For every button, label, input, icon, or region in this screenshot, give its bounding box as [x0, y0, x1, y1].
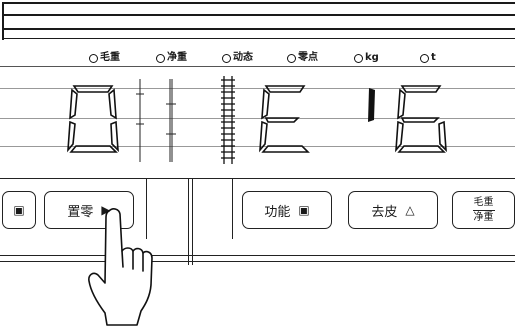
indicator-zero-label: 零点 [298, 52, 318, 63]
indicator-gross-label: 毛重 [100, 52, 120, 63]
indicator-motion: 动态 [222, 51, 253, 65]
display-digit [66, 82, 122, 156]
display-digit [394, 82, 450, 156]
display-segment-lit [368, 88, 375, 122]
scale-housing-top [0, 0, 515, 40]
scanline [0, 88, 515, 89]
indicator-t-label: t [431, 52, 436, 63]
lamp-icon [354, 53, 363, 63]
left-key[interactable]: ▣ [2, 191, 36, 229]
indicator-gross: 毛重 [89, 51, 120, 65]
lamp-icon [89, 53, 98, 63]
divider [146, 179, 147, 239]
menu-box-icon: ▣ [13, 203, 25, 217]
gross-net-button[interactable]: 毛重 净重 [452, 191, 515, 229]
display-digit [258, 82, 314, 156]
weight-display [0, 70, 515, 170]
divider [192, 179, 193, 265]
indicator-kg-label: kg [365, 52, 379, 63]
divider [472, 209, 495, 211]
lamp-icon [222, 53, 231, 63]
indicator-zero: 零点 [287, 51, 318, 65]
keypad-baseline [0, 261, 515, 262]
divider [188, 179, 189, 265]
function-button[interactable]: 功能 ▣ [242, 191, 332, 229]
display-bezel-line [0, 66, 515, 70]
scanline [0, 146, 515, 147]
indicator-t: t [420, 51, 436, 65]
indicator-net: 净重 [156, 51, 187, 65]
warning-triangle-icon: △ [405, 203, 415, 217]
lamp-icon [156, 53, 165, 63]
indicator-net-label: 净重 [167, 52, 187, 63]
tare-button[interactable]: 去皮 △ [348, 191, 438, 229]
indicator-row: 毛重 净重 动态 零点 kg t [0, 51, 515, 67]
display-gap-pattern [221, 76, 235, 164]
play-triangle-icon: ▶ [101, 203, 111, 217]
keypad: ▣ 置零 ▶ 功能 ▣ 去皮 △ 毛重 净重 [0, 178, 515, 268]
menu-box-icon: ▣ [298, 203, 310, 217]
lamp-icon [287, 53, 296, 63]
zero-button-label: 置零 [67, 204, 94, 220]
net-label: 净重 [473, 211, 494, 223]
indicator-motion-label: 动态 [233, 52, 253, 63]
tare-button-label: 去皮 [371, 204, 398, 220]
scanline [0, 118, 515, 119]
gross-label: 毛重 [473, 196, 494, 208]
keypad-baseline [0, 255, 515, 256]
divider [232, 179, 233, 239]
indicator-kg: kg [354, 51, 379, 65]
function-button-label: 功能 [264, 204, 291, 220]
pointing-hand-icon [88, 208, 153, 326]
lamp-icon [420, 53, 429, 63]
display-gap-pattern [136, 79, 176, 162]
